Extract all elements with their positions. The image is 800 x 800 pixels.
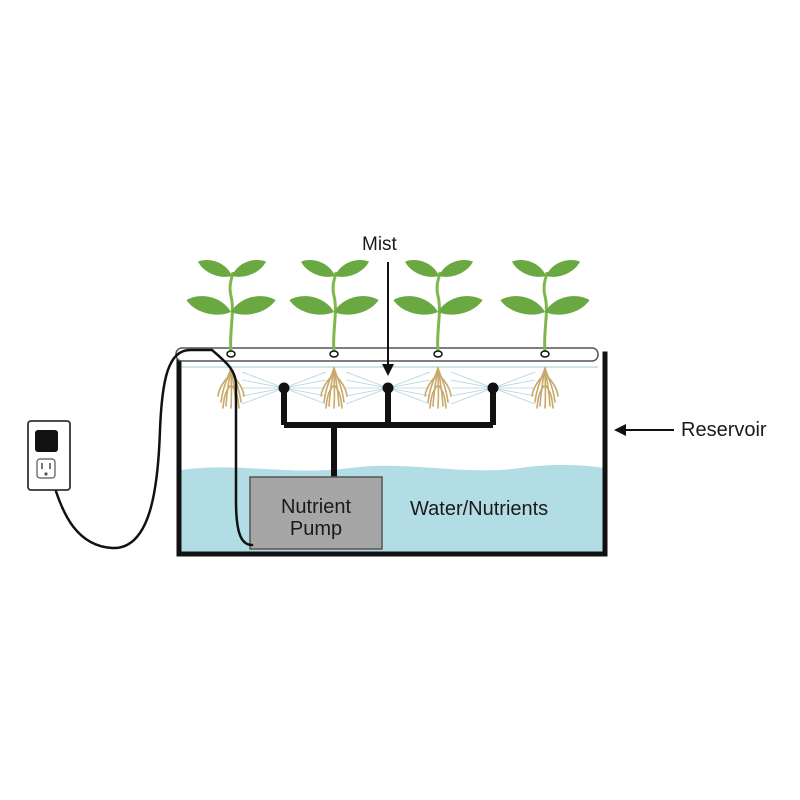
mist-nozzles bbox=[278, 382, 499, 394]
power-cord bbox=[48, 348, 254, 550]
plant bbox=[391, 256, 485, 358]
nutrient-pump bbox=[249, 476, 383, 550]
reservoir-label: Reservoir bbox=[681, 419, 767, 441]
plant bbox=[184, 256, 278, 358]
pipe-manifold bbox=[281, 388, 496, 478]
plants bbox=[184, 256, 592, 358]
pump-label-line1: Nutrient bbox=[280, 496, 352, 518]
plant bbox=[287, 256, 381, 358]
water-nutrients-label: Water/Nutrients bbox=[410, 498, 549, 520]
reservoir-arrow bbox=[614, 424, 674, 436]
plant bbox=[498, 256, 592, 358]
mist-arrow bbox=[382, 262, 394, 376]
nutrient-pump-label: Nutrient Pump bbox=[252, 496, 380, 540]
mist-label: Mist bbox=[362, 234, 397, 255]
pump-label-line2: Pump bbox=[289, 518, 343, 540]
reservoir-tank bbox=[176, 351, 608, 557]
power-plug bbox=[35, 430, 58, 452]
